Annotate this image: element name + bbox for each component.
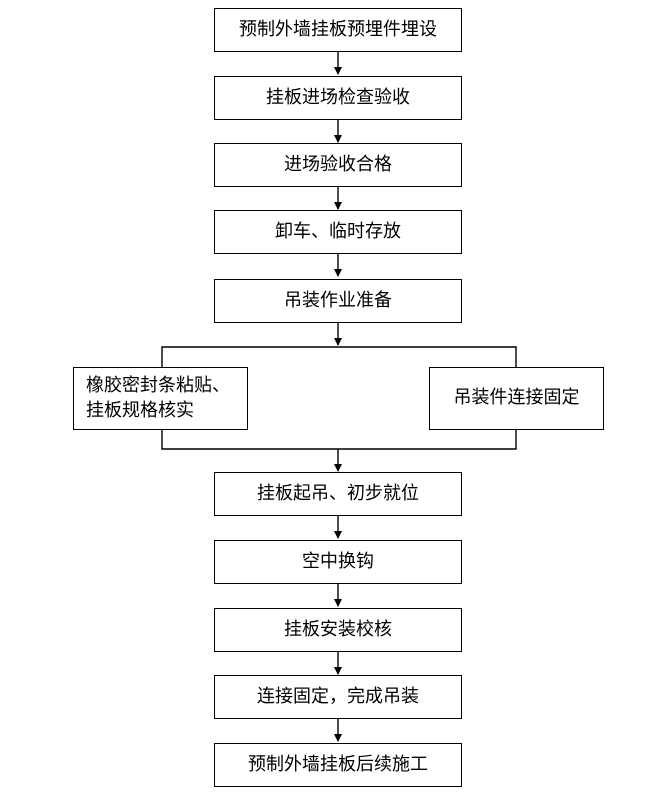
step-label: 进场验收合格 — [284, 153, 392, 175]
step-label: 挂板起吊、初步就位 — [257, 482, 419, 504]
step-label: 吊装作业准备 — [284, 289, 392, 311]
step-label: 空中换钩 — [302, 550, 374, 572]
step-label: 预制外墙挂板预埋件埋设 — [239, 18, 437, 40]
merge-bracket — [161, 430, 517, 450]
step-label: 挂板进场检查验收 — [266, 86, 410, 108]
branch-hoisting-fixing: 吊装件连接固定 — [429, 367, 604, 430]
step-embedded-parts: 预制外墙挂板预埋件埋设 — [214, 8, 462, 52]
step-acceptance-passed: 进场验收合格 — [214, 143, 462, 187]
step-lift-initial-positioning: 挂板起吊、初步就位 — [214, 472, 462, 516]
step-hoisting-preparation: 吊装作业准备 — [214, 279, 462, 323]
step-label: 挂板安装校核 — [284, 618, 392, 640]
step-follow-up-construction: 预制外墙挂板后续施工 — [214, 743, 462, 787]
step-fix-complete: 连接固定，完成吊装 — [214, 675, 462, 719]
step-mid-air-hook-change: 空中换钩 — [214, 540, 462, 584]
step-label: 卸车、临时存放 — [275, 220, 401, 242]
branch-label: 吊装件连接固定 — [453, 387, 580, 409]
branch-label-line-2: 挂板规格核实 — [86, 399, 194, 421]
branch-label-line-1: 橡胶密封条粘贴、 — [86, 375, 230, 397]
step-label: 预制外墙挂板后续施工 — [248, 753, 428, 775]
step-entry-inspection: 挂板进场检查验收 — [214, 76, 462, 120]
split-bracket — [161, 346, 517, 367]
step-installation-check: 挂板安装校核 — [214, 608, 462, 652]
step-unloading-storage: 卸车、临时存放 — [214, 210, 462, 254]
branch-seal-strip-check: 橡胶密封条粘贴、 挂板规格核实 — [73, 367, 248, 430]
step-label: 连接固定，完成吊装 — [257, 685, 419, 707]
